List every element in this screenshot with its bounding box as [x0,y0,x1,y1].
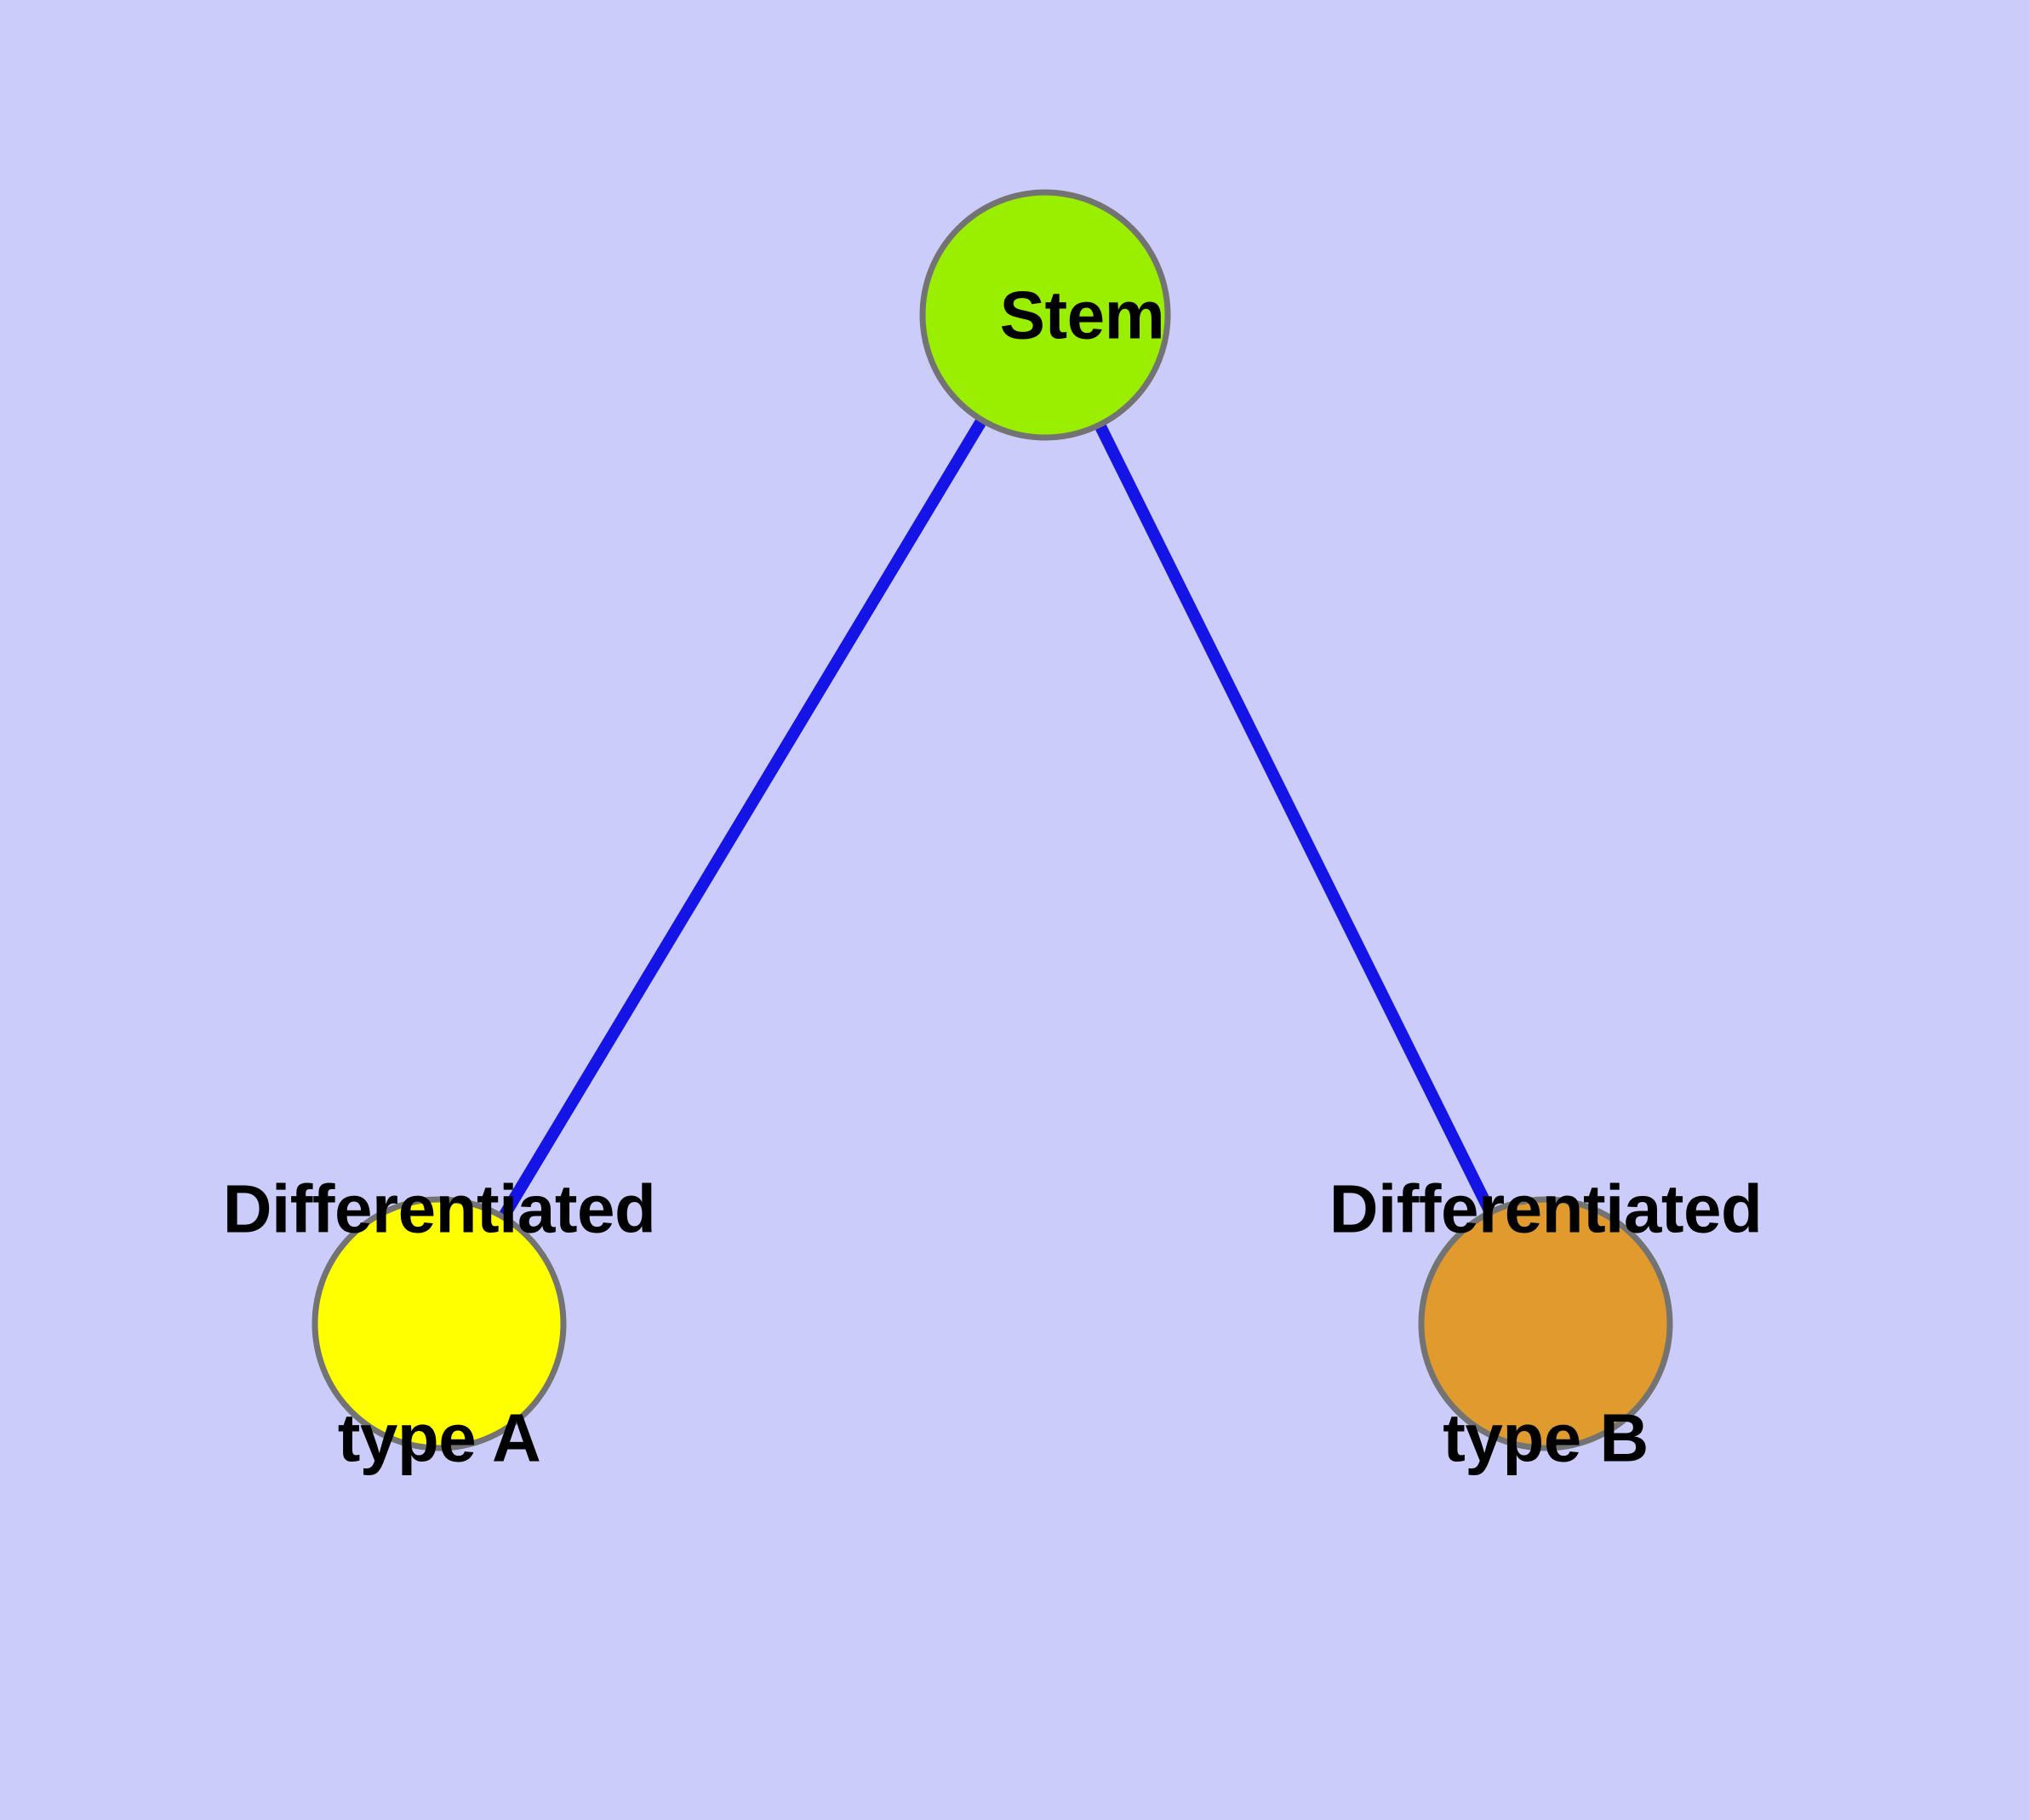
node-differentiated-type-a[interactable] [311,1196,567,1451]
node-differentiated-type-b[interactable] [1418,1196,1673,1451]
nodes-layer [311,189,1673,1451]
edge-stem-to-differentiated-a[interactable] [433,312,1051,1327]
edges-layer [433,312,1552,1327]
node-stem[interactable] [919,189,1171,441]
edge-stem-to-differentiated-b[interactable] [1039,312,1552,1327]
